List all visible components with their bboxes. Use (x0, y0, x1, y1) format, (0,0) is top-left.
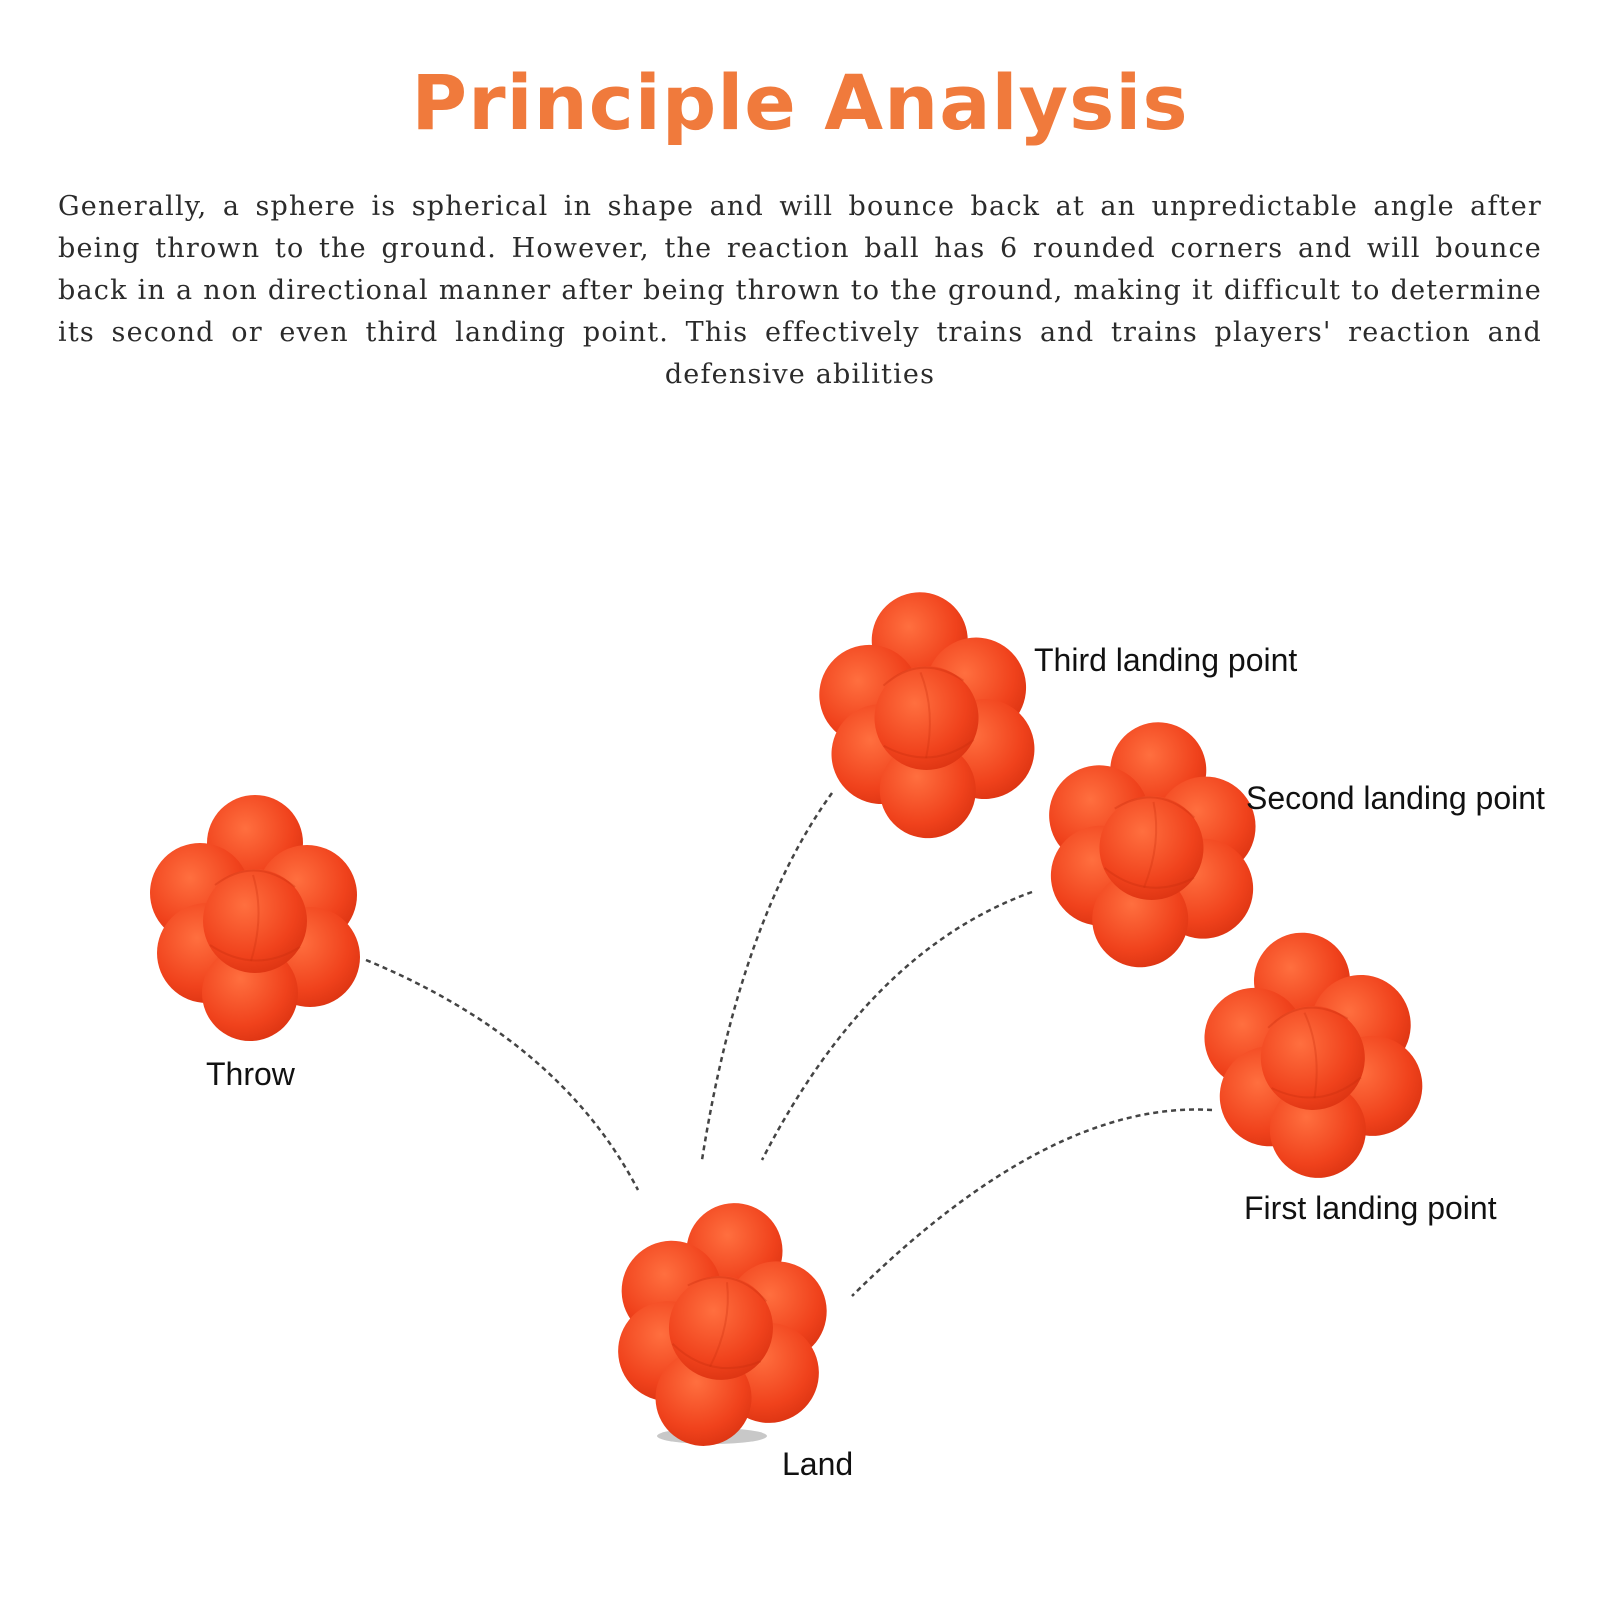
third-landing-ball-icon (809, 582, 1043, 848)
label-throw: Throw (206, 1056, 295, 1092)
throw-ball-icon (149, 794, 361, 1042)
third-path (700, 792, 834, 1161)
page-title: Principle Analysis (411, 58, 1189, 147)
first-path (851, 1108, 1213, 1297)
first-landing-ball-icon (1190, 917, 1435, 1193)
label-third-landing-point: Third landing point (1034, 642, 1298, 678)
throw-path (365, 958, 640, 1191)
land-ball-icon (595, 1184, 848, 1466)
description-paragraph: Generally, a sphere is spherical in shap… (58, 191, 1542, 390)
label-land: Land (782, 1446, 854, 1482)
second-path (760, 890, 1033, 1161)
second-landing-ball-icon (1035, 712, 1269, 978)
label-first-landing-point: First landing point (1244, 1190, 1497, 1226)
label-second-landing-point: Second landing point (1246, 780, 1545, 816)
